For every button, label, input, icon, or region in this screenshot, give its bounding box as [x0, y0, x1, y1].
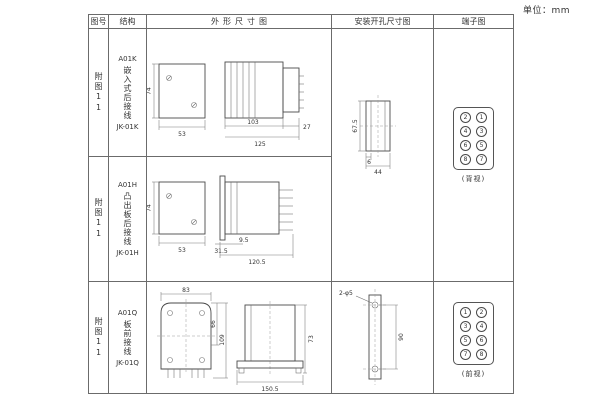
dim-53-2: 53 [178, 247, 186, 254]
terminal-pin: 1 [460, 307, 471, 318]
outline-drawing-a01h: 74 53 31.5 9.5 [147, 175, 294, 266]
outline-drawing-a01q: 83 66 109 73 [157, 287, 315, 393]
terminal-cell-back: 2 1 4 3 6 5 8 7 (背视) [434, 29, 513, 282]
dim-120-5: 120.5 [248, 259, 265, 266]
fig-no-cell-1: 附图11 [89, 29, 109, 157]
dim-44: 44 [374, 169, 382, 176]
fig-no-1: 附图11 [94, 71, 103, 114]
model-label-2: A01H [118, 181, 137, 189]
side-view: 103 27 125 [224, 61, 311, 148]
terminal-block-back: 2 1 4 3 6 5 8 7 [453, 107, 494, 170]
fig-no-3: 附图11 [94, 316, 103, 359]
terminal-pin: 1 [476, 112, 487, 123]
terminal-pin: 2 [460, 112, 471, 123]
install-cell-front: 2-φ5 90 [332, 282, 434, 393]
terminal-pin: 3 [476, 126, 487, 137]
install-drawing-front: 2-φ5 90 [339, 288, 405, 385]
spec-table: 图号 结构 外形尺寸图 安装开孔尺寸图 端子图 附图11 A01K 嵌入式后接线… [88, 14, 514, 394]
fig-no-cell-3: 附图11 [89, 282, 109, 393]
model-label-1: A01K [118, 54, 137, 63]
dim-53-1: 53 [178, 131, 186, 138]
terminal-block-front: 1 2 3 4 5 6 7 8 [453, 302, 494, 365]
dim-6: 6 [367, 159, 371, 166]
hole-callout: 2-φ5 [339, 290, 353, 297]
structure-cell-1: A01K 嵌入式后接线 JK-01K [109, 29, 147, 157]
dim-150-5: 150.5 [261, 386, 278, 393]
terminal-pin: 4 [460, 126, 471, 137]
outline-cell-1: 74 53 103 [147, 29, 332, 157]
side-view: 31.5 9.5 120.5 [214, 175, 294, 266]
dim-67-5: 67.5 [352, 119, 359, 133]
structure-desc-2: 凸出板后接线 [123, 192, 132, 246]
dim-73: 73 [308, 335, 315, 343]
terminal-pin: 7 [460, 349, 471, 360]
front-view: 83 66 109 [157, 287, 228, 378]
fig-no-2: 附图11 [94, 198, 103, 240]
structure-cell-2: A01H 凸出板后接线 JK-01H [109, 157, 147, 282]
outline-drawing-a01k: 74 53 103 [147, 61, 311, 148]
terminal-pin: 3 [460, 321, 471, 332]
dim-83: 83 [182, 287, 190, 294]
model-label-3: A01Q [117, 308, 138, 317]
outline-cell-3: 83 66 109 73 [147, 282, 332, 393]
install-cell-rear: 67.5 6 44 [332, 29, 434, 282]
dim-27: 27 [303, 124, 311, 131]
structure-desc-3: 板前接线 [123, 319, 132, 356]
dim-109: 109 [219, 334, 226, 346]
code-label-1: JK-01K [116, 122, 139, 131]
header-outline: 外形尺寸图 [147, 15, 332, 29]
unit-label: 单位：mm [522, 6, 570, 16]
terminal-cell-front: 1 2 3 4 5 6 7 8 (前视) [434, 282, 513, 393]
terminal-pin: 6 [476, 335, 487, 346]
header-install: 安装开孔尺寸图 [332, 15, 434, 29]
front-view: 74 53 [147, 181, 206, 254]
terminal-pin: 7 [476, 154, 487, 165]
install-drawing-rear: 67.5 6 44 [352, 95, 396, 176]
code-label-3: JK-01Q [116, 358, 139, 367]
outline-cell-2: 74 53 31.5 9.5 [147, 157, 332, 282]
terminal-pin: 8 [476, 349, 487, 360]
dim-103: 103 [247, 119, 259, 126]
dim-125: 125 [254, 141, 266, 148]
terminal-pin: 8 [460, 154, 471, 165]
dim-74-1: 74 [147, 87, 153, 95]
terminal-view-label-back: (背视) [461, 175, 486, 183]
terminal-pin: 5 [460, 335, 471, 346]
side-view: 73 150.5 [236, 300, 315, 393]
header-fig: 图号 [89, 15, 109, 29]
header-structure: 结构 [109, 15, 147, 29]
structure-cell-3: A01Q 板前接线 JK-01Q [109, 282, 147, 393]
terminal-pin: 4 [476, 321, 487, 332]
terminal-pin: 2 [476, 307, 487, 318]
dim-9-5: 9.5 [239, 237, 249, 244]
dim-31-5: 31.5 [214, 248, 228, 255]
front-view: 74 53 [147, 63, 206, 138]
terminal-view-label-front: (前视) [461, 370, 486, 378]
fig-no-cell-2: 附图11 [89, 157, 109, 282]
header-terminal: 端子图 [434, 15, 513, 29]
terminal-pin: 5 [476, 140, 487, 151]
terminal-pin: 6 [460, 140, 471, 151]
dim-66: 66 [210, 320, 217, 328]
dim-74-2: 74 [147, 204, 153, 212]
dim-90: 90 [398, 333, 405, 341]
structure-desc-1: 嵌入式后接线 [123, 65, 132, 120]
code-label-2: JK-01H [116, 249, 139, 257]
